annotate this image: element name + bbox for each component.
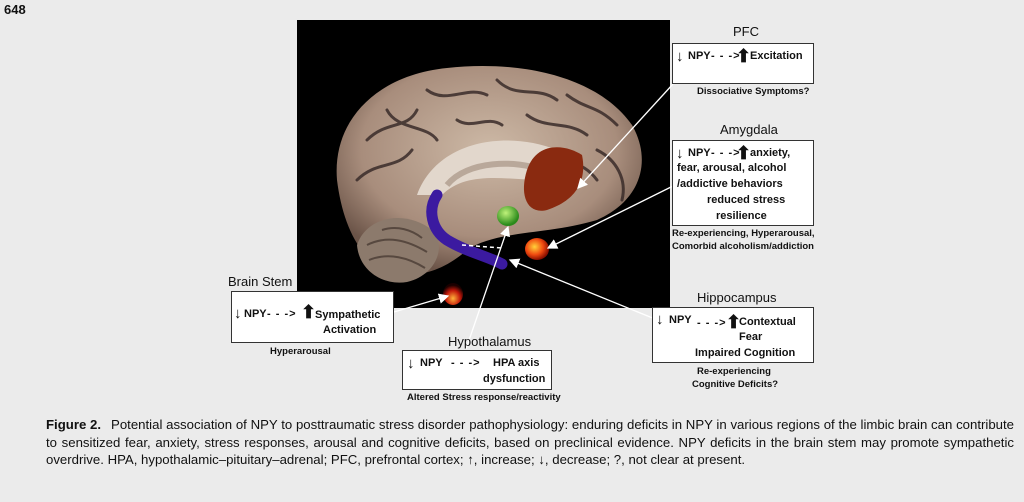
- hippocampus-box: ↓ NPY - - -> ⬆ Contextual Fear Impaired …: [652, 307, 814, 363]
- pfc-symptom: Dissociative Symptoms?: [697, 86, 810, 97]
- amygdala-title: Amygdala: [720, 122, 778, 137]
- increase-arrow-icon: ⬆: [301, 302, 317, 322]
- brain-illustration: [336, 65, 642, 305]
- hippocampus-npy-label: NPY: [669, 314, 692, 326]
- hypothalamus-symptom: Altered Stress response/reactivity: [407, 392, 561, 403]
- brainstem-npy-label: NPY: [244, 308, 267, 320]
- hippocampus-effect-3: Impaired Cognition: [695, 347, 796, 359]
- decrease-arrow-icon: ↓: [656, 311, 664, 328]
- pfc-dashed-arrow: - - ->: [711, 50, 741, 62]
- decrease-arrow-icon: ↓: [676, 145, 684, 162]
- hippocampus-symptom-2: Cognitive Deficits?: [692, 379, 779, 390]
- brain-image: [297, 20, 670, 308]
- amygdala-symptom-2: Comorbid alcoholism/addiction: [672, 241, 814, 252]
- amygdala-symptom-1: Re-experiencing, Hyperarousal,: [672, 228, 815, 239]
- hypothalamus-npy-label: NPY: [420, 357, 443, 369]
- pfc-box: ↓ NPY - - -> ⬆ Excitation: [672, 43, 814, 84]
- amygdala-box: ↓ NPY - - -> ⬆ anxiety, fear, arousal, a…: [672, 140, 814, 226]
- increase-arrow-icon: ⬆: [736, 143, 752, 163]
- hypothalamus-title: Hypothalamus: [448, 334, 532, 349]
- hippocampus-effect-2: Fear: [739, 331, 763, 343]
- hippocampus-effect-1: Contextual: [739, 316, 796, 328]
- figure-label: Figure 2.: [46, 417, 102, 432]
- brainstem-effect-2: Activation: [323, 324, 377, 336]
- brainstem-symptom: Hyperarousal: [270, 346, 331, 357]
- pfc-npy-label: NPY: [688, 50, 711, 62]
- amygdala-effect-5: resilience: [716, 210, 767, 222]
- hippocampus-symptom-1: Re-experiencing: [697, 366, 771, 377]
- brainstem-box: ↓ NPY - - -> ⬆ Sympathetic Activation: [231, 291, 394, 343]
- amygdala-dashed-arrow: - - ->: [711, 147, 741, 159]
- decrease-arrow-icon: ↓: [676, 48, 684, 65]
- brainstem-effect-1: Sympathetic: [315, 309, 381, 321]
- hypothalamus-box: ↓ NPY - - -> HPA axis dysfunction: [402, 350, 552, 390]
- figure-caption: Figure 2.Potential association of NPY to…: [46, 416, 1014, 469]
- brainstem-dashed-arrow: - - ->: [267, 308, 297, 320]
- decrease-arrow-icon: ↓: [234, 305, 242, 322]
- brainstem-title: Brain Stem: [228, 274, 293, 289]
- amygdala-effect-4: reduced stress: [707, 194, 786, 206]
- amygdala-npy-label: NPY: [688, 147, 711, 159]
- page-number: 648: [4, 2, 26, 17]
- decrease-arrow-icon: ↓: [407, 355, 415, 372]
- hypothalamus-effect-2: dysfunction: [483, 373, 546, 385]
- hypothalamus-effect-1: HPA axis: [493, 357, 540, 369]
- amygdala-effect-1: anxiety,: [750, 147, 791, 159]
- hippocampus-dashed-arrow: - - ->: [697, 317, 727, 329]
- increase-arrow-icon: ⬆: [726, 312, 742, 332]
- amygdala-effect-3: /addictive behaviors: [677, 178, 783, 190]
- amygdala-effect-2: fear, arousal, alcohol: [677, 162, 787, 174]
- increase-arrow-icon: ⬆: [736, 46, 752, 66]
- caption-text: Potential association of NPY to posttrau…: [46, 417, 1014, 467]
- pfc-title: PFC: [733, 24, 759, 39]
- hippocampus-title: Hippocampus: [697, 290, 777, 305]
- hypothalamus-dashed-arrow: - - ->: [451, 357, 481, 369]
- pfc-effect: Excitation: [750, 50, 803, 62]
